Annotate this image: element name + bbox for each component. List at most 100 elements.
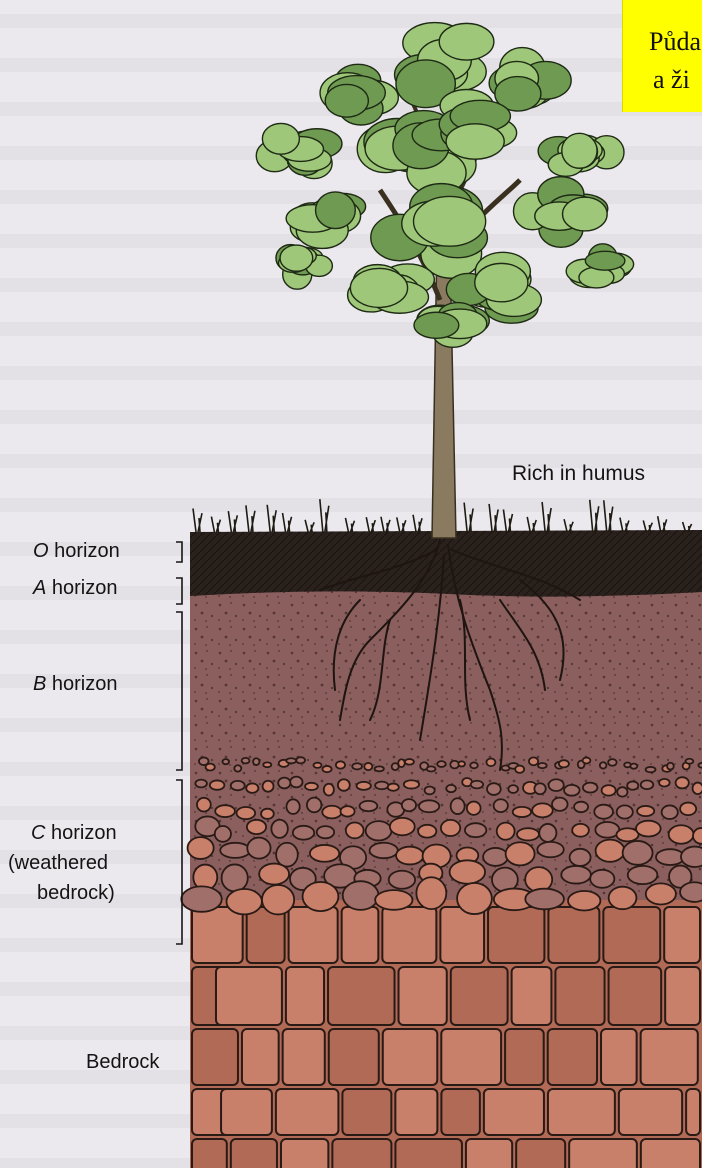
rock-fragment	[537, 842, 563, 857]
leaf-cluster	[475, 263, 528, 301]
rock-fragment	[676, 777, 689, 788]
bedrock-block	[601, 1029, 637, 1085]
rock-fragment	[263, 762, 271, 767]
bedrock-block	[283, 1029, 325, 1085]
rock-fragment	[506, 842, 535, 865]
rock-fragment	[532, 803, 553, 817]
bedrock-block	[395, 1139, 462, 1168]
bedrock-block	[329, 1029, 379, 1085]
rock-fragment	[286, 758, 296, 763]
bedrock-block	[548, 907, 599, 963]
rock-fragment	[662, 805, 678, 819]
rock-fragment	[539, 824, 556, 842]
rock-fragment	[656, 849, 684, 865]
rock-fragment	[483, 848, 508, 866]
rock-fragment	[437, 761, 445, 767]
rock-fragment	[418, 825, 436, 838]
rock-fragment	[247, 838, 270, 859]
bedrock-block	[221, 1089, 272, 1135]
rock-fragment	[231, 781, 245, 790]
rock-fragment	[402, 799, 416, 811]
bedrock-block	[395, 1089, 437, 1135]
bedrock-block	[247, 907, 285, 963]
leaf-cluster	[262, 123, 299, 154]
rock-fragment	[427, 766, 436, 771]
c-horizon-word: horizon	[45, 822, 116, 844]
rock-fragment	[441, 820, 460, 836]
rock-fragment	[396, 847, 424, 865]
rock-fragment	[237, 807, 256, 819]
bedrock-block	[332, 1139, 391, 1168]
rock-fragment	[215, 805, 235, 817]
bedrock-label: Bedrock	[86, 1051, 159, 1074]
bedrock-block	[641, 1029, 698, 1085]
leaf-cluster	[585, 251, 625, 270]
rock-fragment	[346, 823, 364, 839]
leaf-cluster	[446, 124, 504, 159]
rock-fragment	[286, 799, 299, 814]
bedrock-block	[641, 1139, 700, 1168]
b-horizon-word: horizon	[46, 673, 117, 695]
bedrock-block	[286, 967, 324, 1025]
rock-fragment	[686, 759, 694, 764]
rock-fragment	[568, 891, 600, 910]
rich-in-humus-label: Rich in humus	[512, 462, 645, 486]
c-horizon-letter: C	[31, 822, 45, 844]
rock-fragment	[261, 809, 274, 819]
rock-fragment	[574, 802, 588, 812]
bedrock-block	[276, 1089, 339, 1135]
rock-fragment	[680, 803, 696, 816]
bedrock-block	[516, 1139, 565, 1168]
leaf-cluster	[325, 84, 368, 117]
rock-fragment	[549, 779, 564, 791]
rock-fragment	[336, 761, 345, 768]
rock-fragment	[538, 763, 547, 768]
bedrock-block	[383, 1029, 438, 1085]
bedrock-block	[569, 1139, 637, 1168]
rock-fragment	[590, 870, 614, 888]
rock-fragment	[206, 764, 215, 771]
rock-fragment	[583, 783, 597, 793]
rock-fragment	[296, 757, 305, 763]
rock-fragment	[681, 847, 702, 867]
rock-fragment	[583, 758, 591, 764]
bedrock-block	[548, 1089, 615, 1135]
bedrock-block	[609, 967, 662, 1025]
rock-fragment	[669, 825, 694, 843]
rock-fragment	[357, 782, 371, 790]
rock-fragment	[487, 783, 501, 795]
rock-fragment	[253, 758, 259, 765]
rock-fragment	[534, 783, 545, 794]
rock-fragment	[303, 882, 339, 911]
o-horizon-label: O horizon	[33, 540, 120, 563]
c-horizon-label: C horizon	[31, 822, 117, 845]
bedrock-block	[686, 1089, 700, 1135]
rock-fragment	[641, 780, 654, 789]
leaf-cluster	[414, 312, 459, 338]
rock-fragment	[360, 801, 378, 811]
bedrock-block	[664, 907, 700, 963]
rock-fragment	[278, 778, 290, 789]
rock-fragment	[370, 843, 398, 858]
rock-fragment	[389, 871, 415, 889]
rock-fragment	[293, 826, 314, 840]
rock-fragment	[220, 843, 250, 858]
rock-fragment	[628, 866, 658, 884]
bedrock-block	[512, 967, 552, 1025]
bedrock-block	[192, 1139, 227, 1168]
leaf-cluster	[439, 23, 494, 60]
rock-fragment	[564, 785, 580, 796]
leaf-cluster	[562, 133, 597, 168]
a-horizon-word: horizon	[46, 577, 117, 599]
bedrock-block	[488, 907, 544, 963]
a-horizon-letter: A	[33, 577, 46, 599]
bedrock-block	[441, 1089, 479, 1135]
rock-fragment	[646, 767, 656, 772]
b-horizon-label: B horizon	[33, 673, 118, 696]
rock-fragment	[305, 783, 318, 790]
rock-fragment	[609, 887, 637, 910]
c-horizon-note-line-1: (weathered	[8, 852, 108, 875]
rock-fragment	[398, 759, 404, 767]
o-horizon-letter: O	[33, 540, 49, 562]
rock-fragment	[262, 885, 294, 914]
